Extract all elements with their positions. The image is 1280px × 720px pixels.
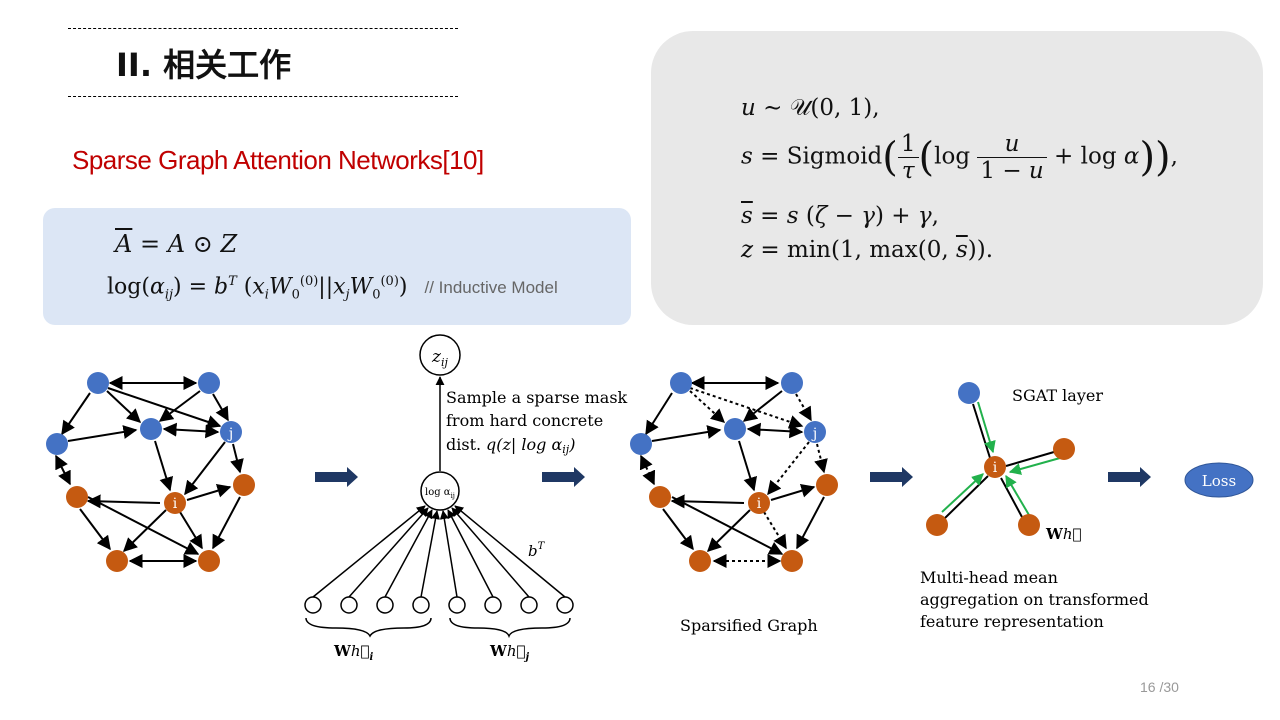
flow-arrow-1 [315,467,358,487]
b-transpose-label: bT [528,541,546,560]
bottom-dashed-divider [68,96,458,97]
loss-node [1184,462,1254,498]
top-dashed-divider [68,28,458,29]
graph-2-edges [645,376,825,555]
multihead-caption-2: aggregation on transformed [920,590,1149,609]
sample-caption-1: Sample a sparse mask [446,388,628,407]
sparsified-graph-label: Sparsified Graph [680,616,818,635]
node-j-label-2: j [811,426,817,442]
slide-title: II. 相关工作 [116,46,292,84]
sample-caption-2: from hard concrete [446,411,603,430]
equation-s-bar: s = s (ζ − γ) + γ, [741,203,939,229]
sgat-layer-diagram [941,401,1061,519]
page-number: 16 /30 [1140,679,1179,695]
equation-a-bar: A = A ⊙ Z [115,230,238,258]
wh-label: Wh⃗ [1045,525,1082,543]
loss-label: Loss [1202,472,1236,490]
node-i-label-2: i [757,496,762,512]
q-distribution-label: q(z| log αij) [486,435,575,456]
equation-z: z = min(1, max(0, s)). [741,237,994,263]
flow-arrow-3 [870,467,913,487]
graph-2-nodes: j i [630,372,838,572]
slide-subtitle: Sparse Graph Attention Networks[10] [72,145,484,175]
sgat-layer-label: SGAT layer [1012,386,1103,405]
multihead-caption-1: Multi-head mean [920,568,1058,587]
node-i-label: i [173,496,178,512]
multihead-caption-3: feature representation [920,612,1104,631]
formula-box-left: A = A ⊙ Z log(αij) = bT (xiW0(0)||xjW0(0… [43,208,631,325]
equation-log-alpha: log(αij) = bT (xiW0(0)||xjW0(0)) // Indu… [107,274,558,303]
sample-caption-3: dist. [446,435,481,454]
node-j-label: j [227,426,233,442]
node-i-label-3: i [993,460,998,476]
log-alpha-node-label: log αij [425,487,455,500]
flow-arrow-2 [542,467,585,487]
wh-j-label: Wh⃗j [489,642,530,663]
equation-u: u ∼ 𝒰(0, 1), [741,95,880,121]
sgat-pipeline-figure: j i zij log αij Sample a sparse mask fro… [46,334,1254,663]
graph-2-dotted-edges [639,387,828,568]
graph-1-edges [55,376,244,568]
wh-i-label: Wh⃗i [333,642,374,663]
inductive-model-comment: // Inductive Model [424,278,558,298]
graph-1-nodes: j i [46,372,255,572]
flow-arrow-4 [1108,467,1151,487]
sgat-nodes: i [926,382,1075,536]
attention-unit [304,334,574,639]
